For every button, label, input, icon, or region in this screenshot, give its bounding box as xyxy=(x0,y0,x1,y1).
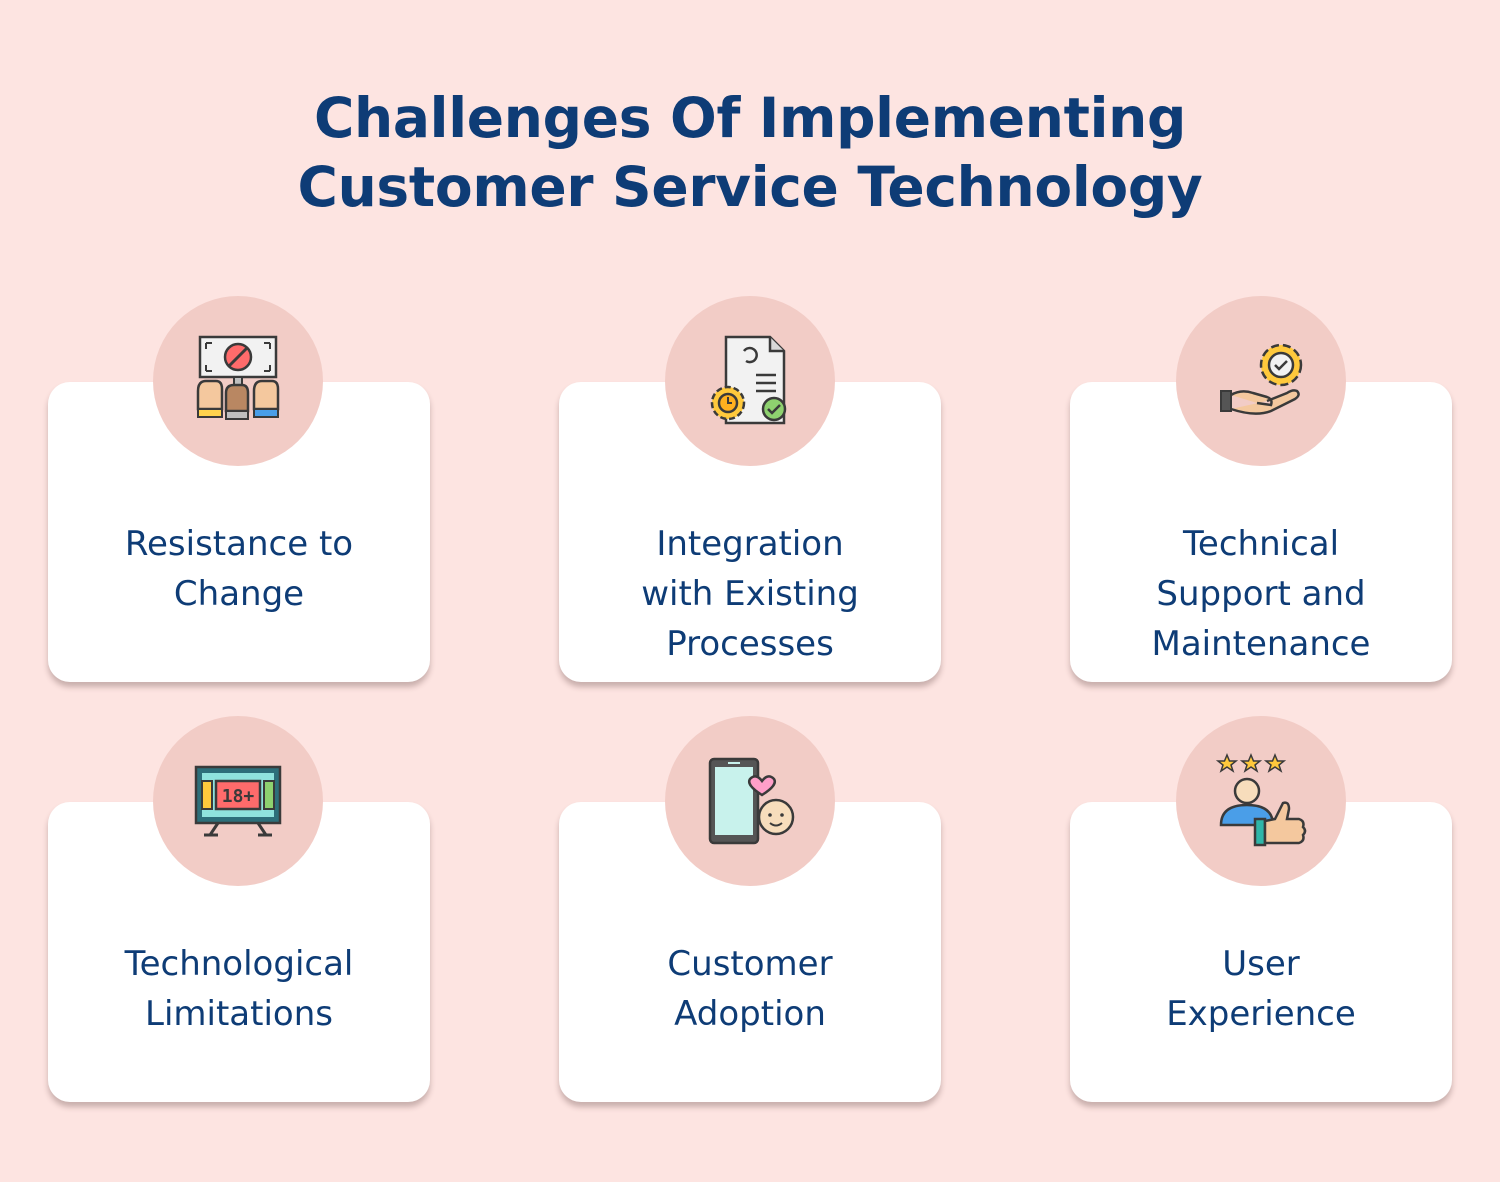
user-rating-icon xyxy=(1215,753,1307,847)
card-label: Technical Support and Maintenance xyxy=(1151,524,1371,664)
title-line-1: Challenges Of Implementing xyxy=(313,86,1187,150)
age-badge: 18+ xyxy=(222,786,255,807)
icon-circle xyxy=(665,716,835,886)
icon-circle xyxy=(153,296,323,466)
document-integration-icon xyxy=(710,335,787,425)
card-label: Integration with Existing Processes xyxy=(641,524,859,664)
hand-gear-support-icon xyxy=(1220,343,1303,415)
card-label: Technological Limitations xyxy=(124,944,354,1034)
icon-circle xyxy=(1176,296,1346,466)
card-label: User Experience xyxy=(1166,944,1356,1034)
tv-restriction-icon: 18+ xyxy=(194,765,282,837)
phone-adoption-icon xyxy=(708,757,795,845)
icon-circle: 18+ xyxy=(153,716,323,886)
page-title: Challenges Of Implementing Customer Serv… xyxy=(0,84,1500,222)
title-line-2: Customer Service Technology xyxy=(297,155,1203,219)
card-label: Resistance to Change xyxy=(124,524,354,614)
icon-circle xyxy=(665,296,835,466)
icon-circle xyxy=(1176,716,1346,886)
card-label: Customer Adoption xyxy=(667,944,833,1034)
protest-icon xyxy=(196,335,280,420)
